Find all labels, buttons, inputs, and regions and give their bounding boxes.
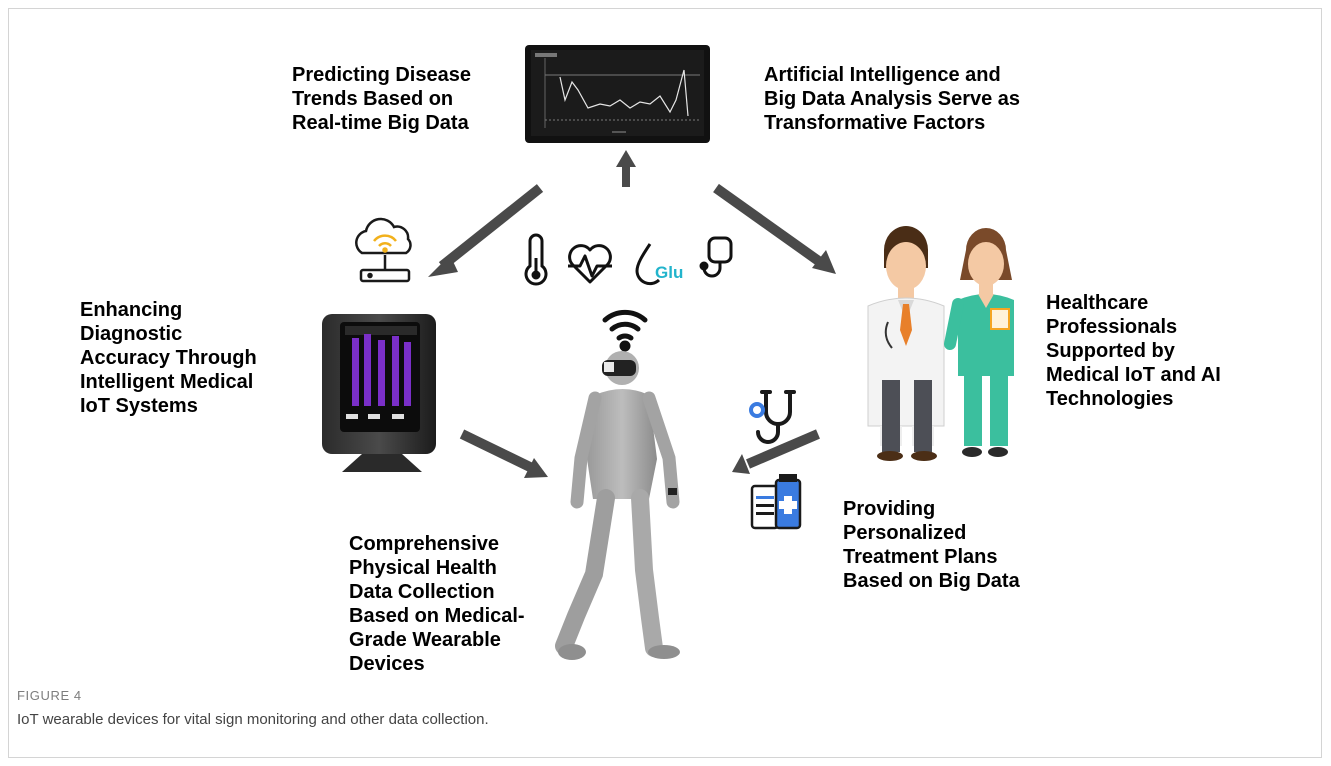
- label-personalized-treatment-plans: Providing Personalized Treatment Plans B…: [843, 498, 1020, 592]
- data-monitor-screen: [525, 45, 710, 143]
- label-comprehensive-data-collection: Comprehensive Physical Health Data Colle…: [349, 533, 525, 675]
- iot-medical-kiosk: [322, 314, 436, 472]
- figure-caption: IoT wearable devices for vital sign moni…: [17, 711, 489, 728]
- arrow-to-healthcare-professionals: [713, 183, 836, 274]
- arrow-to-iot-kiosk: [428, 184, 544, 277]
- cloud-router-icon: [355, 217, 412, 283]
- figure-label: FIGURE 4: [17, 688, 82, 703]
- waveform-line: [559, 69, 689, 117]
- nurse-figure: [944, 228, 1014, 457]
- heart-pulse-icon: [568, 244, 612, 284]
- diagram-canvas: Glu: [322, 45, 1014, 660]
- label-healthcare-professionals: Healthcare Professionals Supported by Me…: [1046, 292, 1221, 410]
- doctor-figure: [867, 226, 945, 461]
- label-enhancing-diagnostic-accuracy: Enhancing Diagnostic Accuracy Through In…: [80, 299, 257, 417]
- arrow-kiosk-to-person: [459, 429, 548, 478]
- glucose-drop-icon: Glu: [635, 243, 683, 286]
- medicine-bottle-icon: [750, 474, 802, 530]
- walking-person: [555, 351, 680, 660]
- label-predicting-disease-trends: Predicting Disease Trends Based on Real-…: [292, 64, 471, 134]
- glucose-label: Glu: [655, 263, 683, 282]
- stethoscope-large-icon: [749, 390, 796, 444]
- arrow-up-to-monitor: [616, 150, 636, 187]
- arrow-professionals-to-person: [732, 429, 820, 474]
- stethoscope-icon: [699, 236, 733, 278]
- thermometer-icon: [524, 233, 548, 286]
- label-ai-big-data-analysis: Artificial Intelligence and Big Data Ana…: [764, 64, 1021, 134]
- arrows: [428, 150, 836, 478]
- wifi-icon: [602, 309, 648, 352]
